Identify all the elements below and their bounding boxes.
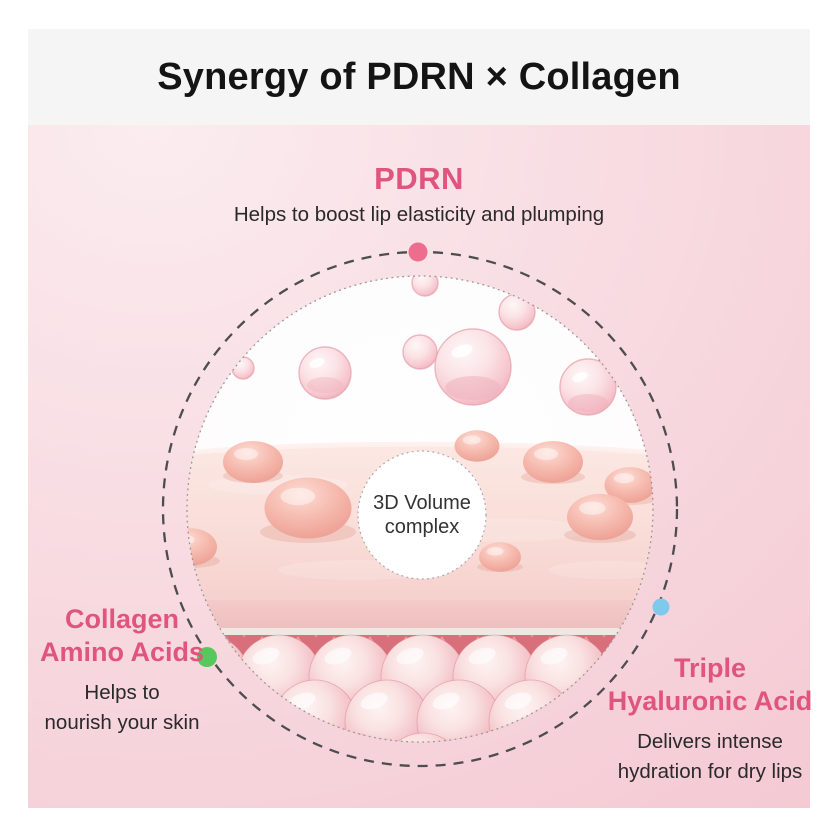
collagen-ball-icon bbox=[200, 679, 286, 742]
hyaluronic-marker-dot bbox=[652, 598, 670, 616]
hyaluronic-description-line: Delivers intense bbox=[637, 730, 783, 753]
synergy-diagram bbox=[161, 242, 679, 768]
dome-icon bbox=[567, 493, 633, 541]
page-title: Synergy of PDRN × Collagen bbox=[157, 55, 681, 98]
center-label: 3D Volume complex bbox=[358, 457, 486, 573]
title-band: Synergy of PDRN × Collagen bbox=[28, 29, 810, 125]
collagen-description-line: Helps to bbox=[84, 681, 160, 704]
collagen-heading-line: Collagen bbox=[64, 604, 179, 634]
hyaluronic-heading-line: Hyaluronic Acid bbox=[607, 686, 813, 716]
illustration-canvas: PDRN Helps to boost lip elasticity and p… bbox=[28, 125, 812, 808]
hyaluronic-description: Delivers intense hydration for dry lips bbox=[591, 727, 829, 787]
bubble-icon bbox=[231, 356, 255, 380]
dome-icon bbox=[264, 477, 352, 539]
collagen-marker-dot bbox=[197, 647, 217, 667]
bubble-details bbox=[307, 344, 608, 412]
dome-icon bbox=[187, 528, 217, 566]
collagen-section: Collagen Amino Acids Helps to nourish yo… bbox=[32, 603, 212, 738]
collagen-ball-icon bbox=[272, 679, 358, 742]
collagen-ball-icon bbox=[380, 732, 466, 742]
collagen-heading: Collagen Amino Acids bbox=[32, 603, 212, 669]
hyaluronic-description-line: hydration for dry lips bbox=[617, 760, 803, 783]
center-label-circle bbox=[357, 450, 487, 580]
collagen-description: Helps to nourish your skin bbox=[32, 678, 212, 738]
collagen-ball-icon bbox=[344, 679, 430, 742]
bubble-icon bbox=[298, 346, 352, 400]
hyaluronic-heading-line: Triple bbox=[673, 653, 747, 683]
pdrn-heading: PDRN bbox=[374, 161, 464, 196]
pdrn-section: PDRN Helps to boost lip elasticity and p… bbox=[28, 161, 810, 227]
hyaluronic-heading: Triple Hyaluronic Acid bbox=[591, 652, 829, 718]
center-label-line: 3D Volume bbox=[373, 492, 471, 514]
bubble-icon bbox=[498, 293, 536, 331]
bubble-icon bbox=[411, 276, 439, 297]
dome-icon bbox=[223, 441, 283, 483]
pdrn-marker-dot bbox=[408, 242, 428, 262]
skin-base-strip bbox=[187, 628, 653, 636]
inner-dotted-circle bbox=[186, 275, 654, 743]
bubble-icon bbox=[402, 334, 438, 370]
collagen-heading-line: Amino Acids bbox=[39, 637, 205, 667]
infographic-page: Synergy of PDRN × Collagen PDRN Helps to… bbox=[28, 29, 812, 808]
center-label-line: complex bbox=[384, 516, 460, 538]
collagen-ball-icon bbox=[308, 732, 394, 742]
dome-icon bbox=[523, 441, 583, 483]
pdrn-description: Helps to boost lip elasticity and plumpi… bbox=[233, 203, 605, 226]
skin-front-face bbox=[187, 600, 653, 628]
collagen-ball-icon bbox=[488, 679, 574, 742]
hyaluronic-section: Triple Hyaluronic Acid Delivers intense … bbox=[591, 652, 829, 787]
collagen-ball-icon bbox=[416, 679, 502, 742]
collagen-description-line: nourish your skin bbox=[44, 711, 200, 734]
skin-surface-edge bbox=[187, 441, 653, 460]
